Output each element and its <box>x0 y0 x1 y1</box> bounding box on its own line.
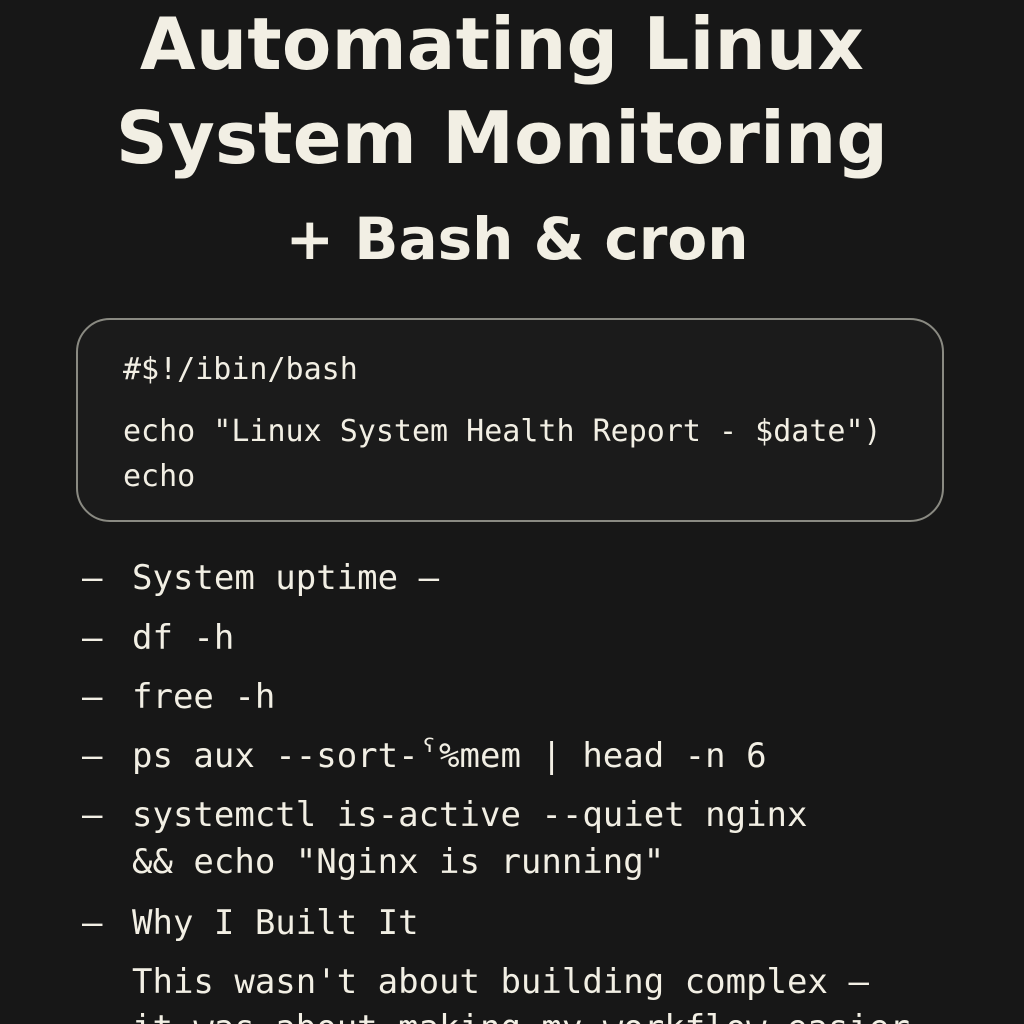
main-title-line-2: System Monitoring <box>115 96 889 180</box>
list-item-text: Why I Built It <box>132 903 419 943</box>
list-item-text: systemctl is-active --quiet nginx <box>132 795 808 835</box>
list-item-free: — free -h <box>82 675 982 723</box>
list-item-text: System uptime — <box>132 558 440 598</box>
subtitle: + Bash & cron <box>285 205 749 273</box>
dash-marker: — <box>82 677 103 717</box>
list-item-text: df -h <box>132 618 235 658</box>
dash-marker: — <box>82 558 103 598</box>
dash-marker: — <box>82 618 103 658</box>
code-line-report-echo: echo "Linux System Health Report - $date… <box>123 414 882 449</box>
list-item-uptime: — System uptime — <box>82 556 982 604</box>
dash-marker: — <box>82 795 103 835</box>
main-title-line-1: Automating Linux <box>139 2 865 86</box>
dash-marker: — <box>82 903 103 943</box>
body-text-line-2-cutoff: it was about making my workflow easier a… <box>132 1006 932 1024</box>
code-line-shebang: #$!/ibin/bash <box>123 352 358 387</box>
list-item-text: free -h <box>132 677 276 717</box>
code-box: #$!/ibin/bash echo "Linux System Health … <box>76 318 944 522</box>
code-line-echo: echo <box>123 459 196 494</box>
dash-marker: — <box>82 736 103 776</box>
list-item-df: — df -h <box>82 616 982 664</box>
list-item-systemctl: — systemctl is-active --quiet nginx <box>82 793 982 841</box>
list-item-ps: — ps aux --sort-ˁ%mem | head -n 6 <box>82 734 982 782</box>
list-item-systemctl-continuation: && echo "Nginx is running" <box>132 842 665 882</box>
body-text-line-1: This wasn't about building complex – <box>132 962 869 1002</box>
list-item-why-built: — Why I Built It <box>82 901 982 949</box>
list-item-text: ps aux --sort-ˁ%mem | head -n 6 <box>132 736 767 776</box>
